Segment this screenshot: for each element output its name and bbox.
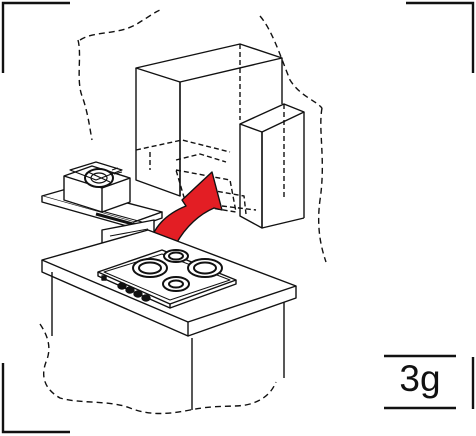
step-number-label: 3g: [399, 358, 441, 399]
wall-cabinets: [77, 9, 327, 263]
bottom-left-corner-mark: [1, 363, 70, 434]
top-left-corner-mark: [1, 1, 70, 73]
step-label-rules: [384, 354, 475, 410]
hob-control-knobs: [101, 275, 151, 302]
hob-burners: [132, 249, 223, 292]
top-right-corner-mark: [406, 1, 475, 73]
kitchen-island: [39, 229, 297, 415]
